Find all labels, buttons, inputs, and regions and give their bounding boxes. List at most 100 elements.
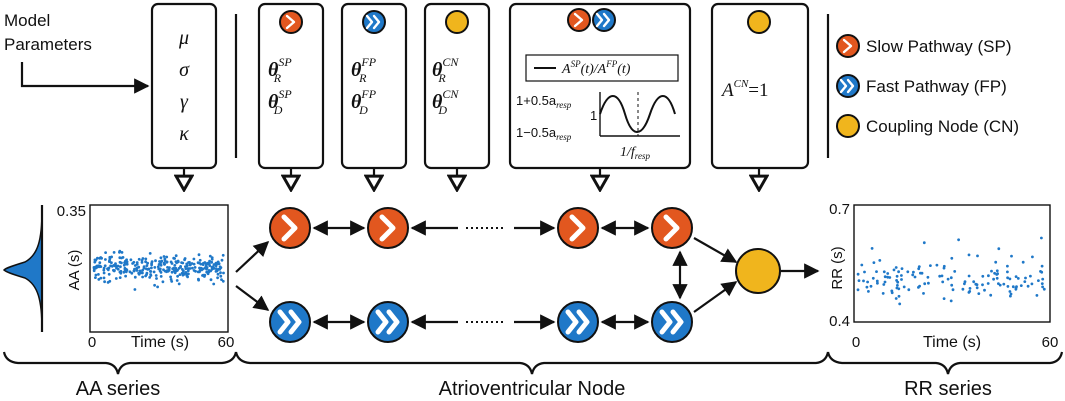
aa-scatter-point [133,288,137,291]
aa-scatter-point [220,278,223,281]
aa-scatter-point [170,270,174,274]
fp-icon [592,8,616,32]
aa-scatter-point [161,280,165,284]
aa-scatter-point [201,273,205,277]
aa-scatter-point [192,257,196,261]
resp-one-label: 1 [590,108,597,123]
rr-scatter-point [950,256,954,260]
sp-icon [279,10,303,34]
rr-scatter-point [993,271,996,275]
rr-scatter-point [883,280,887,284]
aa-scatter-point [159,275,163,278]
aa-scatter-point [123,268,127,271]
aa-scatter-point [153,266,157,269]
aa-scatter-point [97,278,101,281]
aa-scatter-point [186,267,190,270]
aa-scatter-point [141,268,145,272]
rr-scatter-point [1040,264,1044,268]
rr-scatter-point [1026,284,1030,288]
aa-scatter-point [219,274,223,278]
rr-scatter-point [942,264,946,268]
aa-scatter-point [197,253,201,257]
aa-scatter-point [148,252,152,255]
aa-scatter-point [120,251,124,254]
aa-scatter-point [215,261,219,265]
aa-scatter-point [159,260,163,264]
rr-scatter-point [1035,294,1039,297]
rr-scatter-point [926,275,930,279]
rr-scatter-point [995,276,999,280]
rr-scatter-point [912,270,915,274]
aa-xtick-right: 60 [218,334,235,351]
aa-scatter-point [183,257,187,260]
aa-scatter-point [107,272,111,276]
rr-scatter-point [957,238,960,242]
rr-scatter-point [1037,279,1040,282]
aa-scatter-point [184,271,188,274]
rr-scatter-point [913,275,917,279]
aa-scatter-point [208,264,212,267]
rr-xtick-right: 60 [1042,334,1059,351]
aa-scatter-point [99,256,103,259]
aa-scatter-point [173,264,177,267]
aa-scatter-point [146,261,150,265]
rr-scatter-point [1042,287,1046,291]
aa-scatter-point [129,258,133,262]
rr-scatter-point [974,282,978,286]
aa-scatter-point [163,262,166,266]
aa-scatter-point [132,269,136,273]
av-node-brace [234,351,830,375]
aa-scatter-point [169,260,173,264]
aa-scatter-point [159,271,163,274]
rr-scatter-point [892,268,896,272]
rr-scatter-point [1030,282,1034,286]
svg-text:Model: Model [4,11,50,30]
rr-scatter-point [1008,277,1012,281]
rr-scatter-point [922,241,926,245]
rr-scatter-point [949,299,953,303]
aa-scatter-point [221,279,225,283]
aa-scatter-point [154,274,158,277]
aa-scatter-point [140,261,144,264]
resp-bottom-label: 1−0.5aresp [516,125,572,142]
gamma-symbol: γ [180,91,189,113]
rr-scatter-point [900,267,904,270]
aa-scatter-point [119,271,123,275]
aa-scatter-point [135,269,139,272]
aa-scatter-point [199,268,203,271]
aa-scatter-point [203,261,207,264]
aa-scatter-point [187,272,190,276]
aa-scatter-point [169,275,173,279]
aa-scatter-point [170,280,174,283]
aa-scatter-point [149,273,153,276]
rr-scatter-point [865,285,869,289]
aa-scatter-point [130,271,134,275]
aa-scatter-point [178,273,182,276]
aa-scatter-point [98,261,102,265]
aa-scatter-point [154,259,157,263]
aa-scatter-point [107,266,111,270]
aa-scatter-point [102,276,106,280]
rr-series-label: RR series [904,378,992,400]
rr-scatter-point [949,276,953,280]
rr-scatter-point [862,279,865,283]
rr-scatter-point [919,271,922,275]
cn-icon [836,114,860,138]
rr-scatter-point [871,276,875,280]
aa-scatter-point [193,266,197,269]
rr-scatter-point [1024,276,1027,280]
rr-ytick-bottom: 0.4 [829,313,850,330]
rr-scatter-point [942,297,946,300]
sigma-symbol: σ [179,59,190,81]
aa-scatter-point [110,255,113,259]
rr-scatter-point [883,275,887,279]
rr-scatter-point [1040,236,1043,240]
rr-scatter-point [897,270,900,274]
rr-scatter-point [1002,282,1006,286]
aa-scatter-point [116,267,120,271]
aa-scatter-point [145,271,149,275]
